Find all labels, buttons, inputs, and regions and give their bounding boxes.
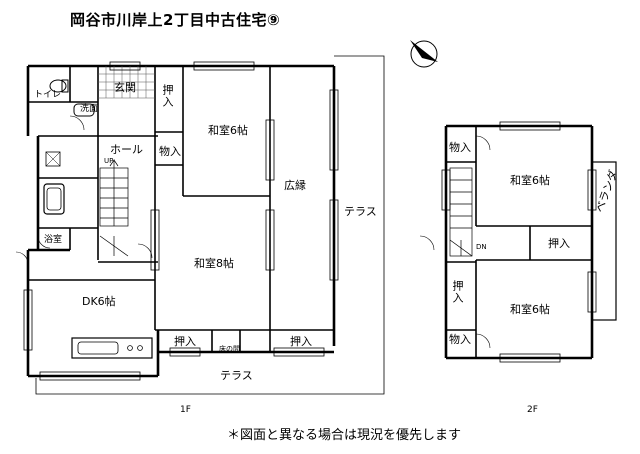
room-label-washitsu6-bottom: 和室6帖: [510, 303, 550, 316]
wash-basin: [73, 103, 95, 117]
first-floor-stairs: [99, 158, 129, 257]
room-label-hiroen: 広縁: [284, 179, 306, 192]
room-label-terrace-right: テラス: [344, 205, 377, 218]
second-floor-windows: [441, 121, 597, 363]
room-label-monoire: 物入: [159, 145, 181, 158]
room-label-monoire-top: 物入: [449, 141, 471, 154]
room-label-oshiire-bottom-left: 押入: [174, 335, 196, 348]
room-label-washitsu8: 和室8帖: [194, 257, 234, 270]
second-floor-stairs: [449, 167, 473, 257]
kitchen-counter: [71, 337, 153, 359]
north-compass-icon: [410, 40, 438, 68]
room-label-oshiire-mid: 押入: [548, 237, 570, 250]
stairs-up-label: UP: [104, 157, 114, 165]
first-floor-interior: [28, 66, 334, 352]
veranda-outline: [591, 161, 617, 321]
room-label-hall: ホール: [110, 143, 143, 156]
room-label-oshiire-top: 押入: [161, 84, 174, 108]
second-floor-doors: [419, 135, 491, 349]
second-floor-interior: [446, 126, 592, 358]
shower: [45, 151, 61, 167]
room-label-tokonoma: 床の間: [219, 345, 240, 353]
terrace-outline: [35, 55, 385, 395]
room-label-bathroom: 浴室: [44, 235, 63, 245]
room-label-toilet: トイレ: [34, 90, 62, 100]
room-label-entrance: 玄関: [114, 81, 136, 94]
room-label-dk: DK6帖: [82, 295, 116, 308]
second-floor-walls: [444, 124, 594, 360]
stairs-down-label: DN: [476, 243, 487, 251]
room-label-washitsu6-top: 和室6帖: [510, 174, 550, 187]
room-label-oshiire-left: 押入: [451, 280, 464, 304]
floor-label-1f: 1F: [180, 405, 191, 415]
first-floor-doors: [15, 115, 153, 265]
toilet-fixture: [49, 79, 69, 93]
entrance-tile-grid: [98, 66, 155, 99]
disclaimer-note: ＊図面と異なる場合は現況を優先します: [227, 428, 462, 443]
first-floor-windows: [23, 61, 339, 381]
floor-label-2f: 2F: [527, 405, 538, 415]
room-label-oshiire-bottom-right: 押入: [290, 335, 312, 348]
first-floor-walls: [26, 64, 336, 378]
room-label-terrace-bottom: テラス: [220, 369, 253, 382]
room-label-washroom: 洗面: [80, 104, 99, 114]
page-title: 岡谷市川岸上2丁目中古住宅⑨: [70, 11, 281, 29]
bathtub: [43, 183, 65, 215]
room-label-washitsu6: 和室6帖: [208, 124, 248, 137]
room-label-monoire-bottom: 物入: [449, 333, 471, 346]
